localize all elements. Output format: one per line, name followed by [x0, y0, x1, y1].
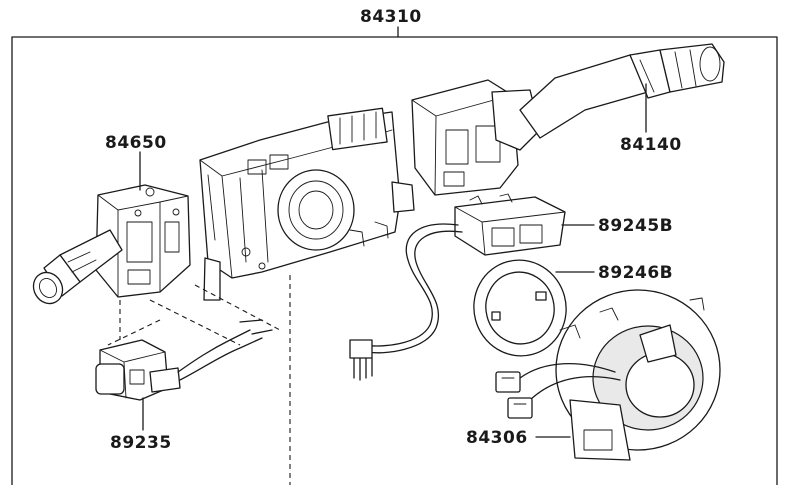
leader-lines — [139, 83, 647, 438]
label-89245B: 89245B — [598, 216, 673, 236]
label-84306: 84306 — [466, 428, 528, 448]
assembly-bracket — [11, 26, 778, 485]
wiper-switch-part — [411, 43, 725, 196]
spiral-cable-part — [495, 289, 721, 461]
headlamp-switch-part — [32, 184, 191, 305]
label-84310: 84310 — [360, 7, 422, 27]
guide-lines — [107, 275, 291, 485]
switch-body-part — [199, 107, 415, 301]
label-84650: 84650 — [105, 133, 167, 153]
sensor-ring-part — [473, 259, 567, 357]
sensor-part — [349, 193, 566, 381]
connector-part — [95, 319, 273, 401]
label-84140: 84140 — [620, 135, 682, 155]
part-labels: 84310 84650 84140 89245B 89246B 89235 84… — [105, 7, 682, 453]
label-89235: 89235 — [110, 433, 172, 453]
label-89246B: 89246B — [598, 263, 673, 283]
